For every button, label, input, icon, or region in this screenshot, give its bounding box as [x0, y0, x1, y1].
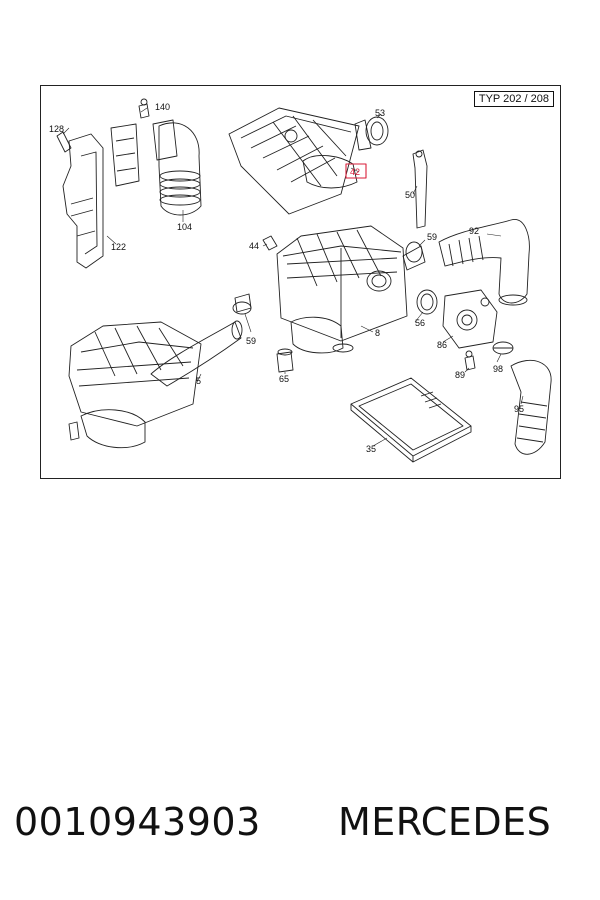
part-59-clamp-upper	[402, 241, 426, 271]
part-95-hose	[510, 359, 552, 455]
callout-44: 44	[249, 241, 259, 251]
part-128-clip	[56, 131, 72, 153]
callout-65: 65	[279, 374, 289, 384]
parts-diagram-frame: TYP 202 / 208	[40, 85, 561, 479]
part-53-clamp-ring	[354, 116, 389, 151]
callout-92: 92	[469, 226, 479, 236]
callout-98: 98	[493, 364, 503, 374]
part-65-grommet	[276, 348, 294, 373]
part-35-filter-element	[350, 377, 472, 463]
callout-86: 86	[437, 340, 447, 350]
part-56-ring	[416, 289, 438, 315]
callout-56: 56	[415, 318, 425, 328]
callout-50: 50	[405, 190, 415, 200]
callout-89: 89	[455, 370, 465, 380]
callout-59-upper: 59	[427, 232, 437, 242]
highlight-box-42	[345, 163, 367, 179]
product-caption: 0010943903 MERCEDES	[0, 800, 600, 860]
part-92-flex-duct	[438, 219, 530, 306]
part-airbox-upper-lid	[228, 107, 360, 215]
callout-104: 104	[177, 222, 192, 232]
part-140-bolt	[138, 98, 150, 119]
part-5-airbox-assembly	[68, 320, 243, 449]
callout-122: 122	[111, 242, 126, 252]
part-44-clip	[262, 235, 278, 251]
part-86-sensor-housing	[442, 289, 498, 349]
part-122-bracket	[62, 123, 140, 269]
callout-labels: 140 128 122 104 53 42 50 44 59 92 56 8 5…	[49, 102, 524, 454]
part-89-screw	[464, 350, 476, 371]
variant-label: TYP 202 / 208	[473, 91, 554, 107]
callout-8: 8	[375, 328, 380, 338]
leader-lines	[62, 107, 524, 447]
part-98-clamp	[492, 341, 514, 355]
callout-140: 140	[155, 102, 170, 112]
callout-53: 53	[375, 108, 385, 118]
part-59-clamp-lower	[232, 293, 252, 315]
callout-59-lower: 59	[246, 336, 256, 346]
part-50-strap	[412, 149, 428, 229]
part-number-text: 0010943903	[14, 800, 261, 844]
callout-95: 95	[514, 404, 524, 414]
callout-5: 5	[196, 376, 201, 386]
callout-35: 35	[366, 444, 376, 454]
exploded-parts-diagram: 140 128 122 104 53 42 50 44 59 92 56 8 5…	[49, 98, 552, 463]
part-8-airbox	[276, 225, 408, 354]
part-104-intake-hose	[152, 119, 202, 216]
callout-128: 128	[49, 124, 64, 134]
brand-text: MERCEDES	[338, 800, 552, 844]
callout-42: 42	[350, 167, 360, 177]
